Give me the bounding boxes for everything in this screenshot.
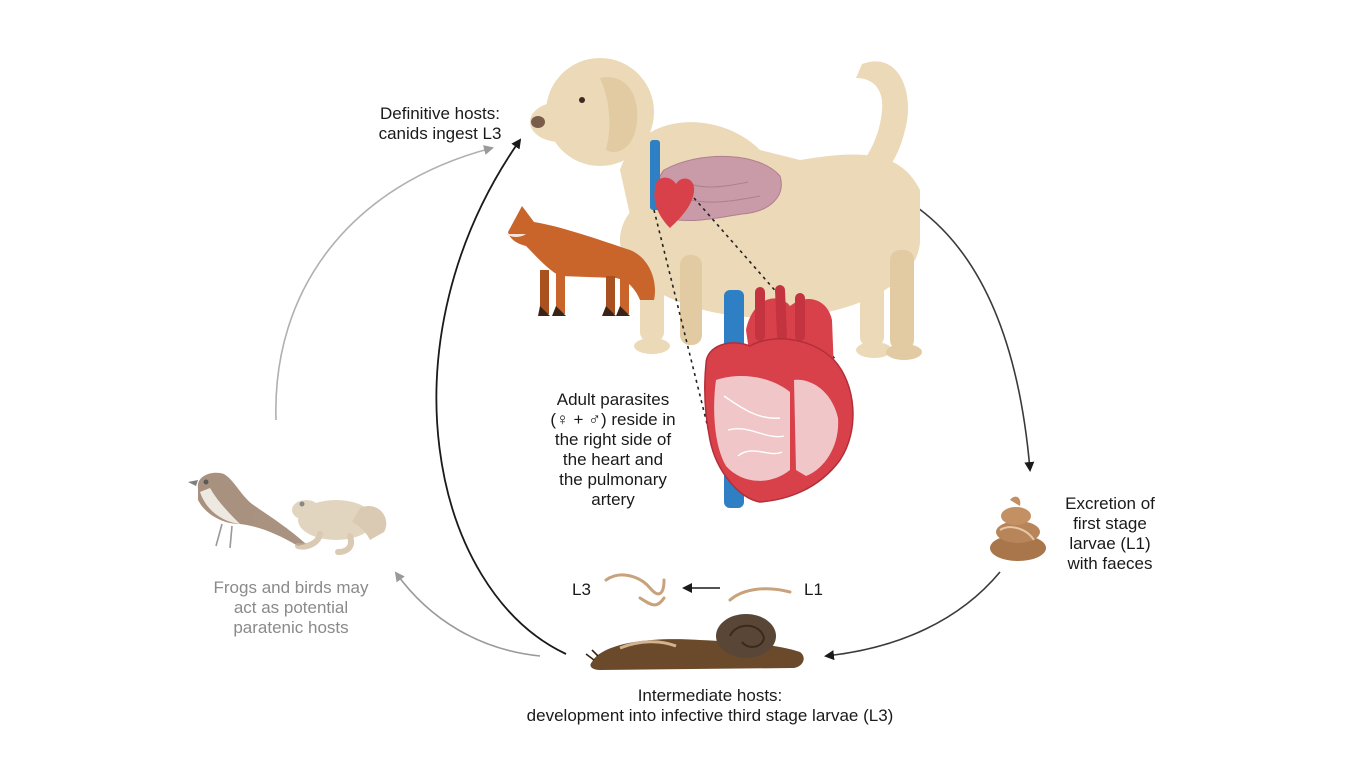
frog-icon (292, 500, 387, 555)
intermediate-hosts-label: Intermediate hosts: development into inf… (526, 686, 894, 725)
leader-line-right (693, 197, 837, 361)
l3-label: L3 (572, 580, 591, 599)
faeces-icon (990, 496, 1046, 561)
arrow-slug-to-paratenic (394, 571, 541, 657)
leader-line-left (653, 209, 713, 445)
excretion-label: Excretion of first stage larvae (L1) wit… (1065, 494, 1155, 573)
heart-small-icon (650, 140, 695, 228)
larva-l1-icon (728, 587, 792, 602)
arrow-slug-to-dog (435, 138, 567, 655)
snail-icon (716, 614, 776, 658)
larva-l3-icon (604, 573, 666, 607)
paratenic-hosts-label: Frogs and birds may act as potential par… (213, 578, 369, 637)
arrow-dog-to-faeces (917, 207, 1035, 472)
adult-parasites-label: Adult parasites (♀ + ♂) reside in the ri… (550, 390, 676, 509)
definitive-hosts-label: Definitive hosts: canids ingest L3 (378, 104, 502, 143)
fox-icon (506, 206, 655, 316)
l1-label: L1 (804, 580, 823, 599)
arrow-paratenic-to-dog (275, 145, 494, 421)
sparrow-icon (188, 472, 306, 549)
arrow-faeces-to-slug (824, 571, 1001, 661)
heart-icon (704, 285, 854, 508)
